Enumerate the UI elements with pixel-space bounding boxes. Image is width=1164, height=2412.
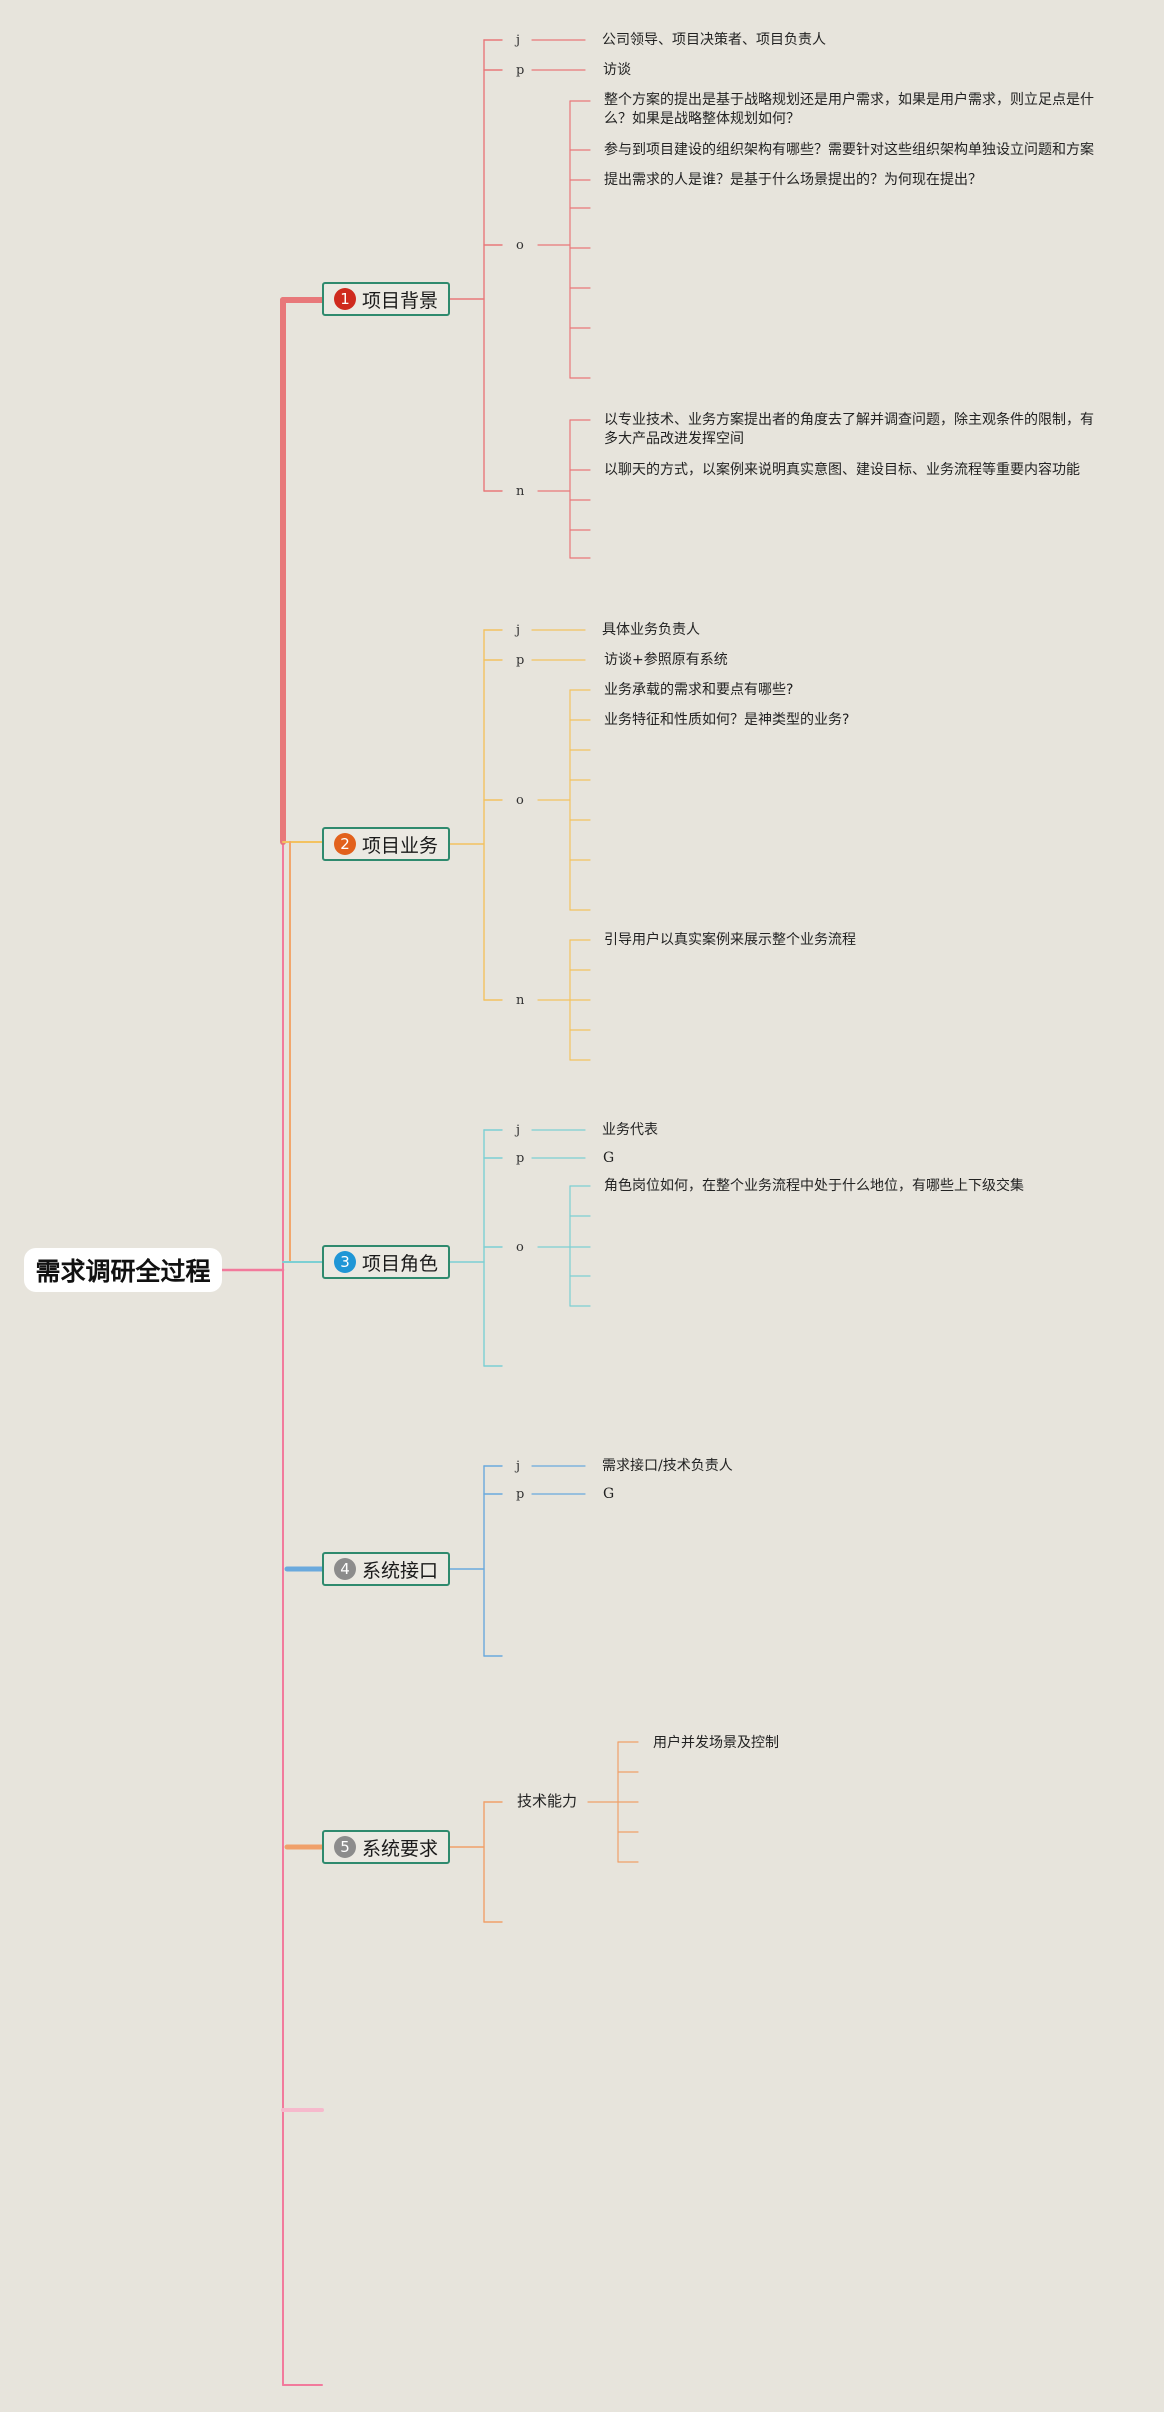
leaf-p-text[interactable]: G xyxy=(603,1150,615,1166)
root-topic[interactable]: 需求调研全过程 xyxy=(24,1248,222,1292)
leaf-n-item[interactable]: 引导用户以真实案例来展示整个业务流程 xyxy=(604,932,856,948)
topic-project-background[interactable]: 1 项目背景 xyxy=(322,282,450,316)
topic-project-business[interactable]: 2 项目业务 xyxy=(322,827,450,861)
leaf-o-item[interactable]: 提出需求的人是谁？是基于什么场景提出的？为何现在提出？ xyxy=(604,172,982,188)
key-o[interactable]: o xyxy=(516,793,524,808)
topic-project-roles[interactable]: 3 项目角色 xyxy=(322,1245,450,1279)
key-p[interactable]: p xyxy=(516,653,525,668)
leaf-p-text[interactable]: 访谈 xyxy=(603,62,631,78)
number-badge-2: 2 xyxy=(333,833,356,855)
leaf-j-text[interactable]: 业务代表 xyxy=(602,1122,658,1138)
key-tech-capability[interactable]: 技术能力 xyxy=(517,1792,578,1810)
number-badge-4: 4 xyxy=(333,1558,356,1580)
number-badge-3: 3 xyxy=(333,1251,356,1273)
leaf-p-text[interactable]: 访谈+参照原有系统 xyxy=(604,652,728,668)
key-n[interactable]: n xyxy=(516,993,525,1008)
number-badge-5: 5 xyxy=(333,1836,356,1858)
topic-system-requirements[interactable]: 5 系统要求 xyxy=(322,1830,450,1864)
key-j[interactable]: j xyxy=(516,1123,521,1138)
topic-label: 系统接口 xyxy=(361,1559,438,1582)
key-o[interactable]: o xyxy=(516,1240,524,1255)
leaf-o-item[interactable]: 业务特征和性质如何？是神类型的业务? xyxy=(604,712,850,728)
leaf-n-item[interactable]: 以聊天的方式，以案例来说明真实意图、建设目标、业务流程等重要内容功能 xyxy=(604,462,1080,478)
key-p[interactable]: p xyxy=(516,1487,525,1502)
leaf-n-item[interactable]: 以专业技术、业务方案提出者的角度去了解并调查问题，除主观条件的限制，有多大产品改… xyxy=(604,412,1094,447)
key-n[interactable]: n xyxy=(516,484,525,499)
leaf-o-item[interactable]: 整个方案的提出是基于战略规划还是用户需求，如果是用户需求，则立足点是什么？如果是… xyxy=(604,92,1094,127)
leaf-j-text[interactable]: 具体业务负责人 xyxy=(602,622,700,638)
topic-label: 系统要求 xyxy=(361,1837,438,1860)
leaf-p-text[interactable]: G xyxy=(603,1486,615,1502)
leaf-o-item[interactable]: 参与到项目建设的组织架构有哪些？需要针对这些组织架构单独设立问题和方案 xyxy=(604,142,1094,158)
key-o[interactable]: o xyxy=(516,238,524,253)
topic-label: 项目角色 xyxy=(361,1252,438,1275)
key-j[interactable]: j xyxy=(516,623,521,638)
key-j[interactable]: j xyxy=(516,1459,521,1474)
key-p[interactable]: p xyxy=(516,63,525,78)
leaf-o-item[interactable]: 角色岗位如何，在整个业务流程中处于什么地位，有哪些上下级交集 xyxy=(604,1178,1024,1194)
key-p[interactable]: p xyxy=(516,1151,525,1166)
leaf-cap-item[interactable]: 用户并发场景及控制 xyxy=(653,1735,779,1751)
topic-label: 项目业务 xyxy=(361,834,438,857)
leaf-o-item[interactable]: 业务承载的需求和要点有哪些? xyxy=(604,682,794,698)
topic-label: 项目背景 xyxy=(361,289,438,312)
key-j[interactable]: j xyxy=(516,33,521,48)
number-badge-1: 1 xyxy=(333,288,356,310)
leaf-j-text[interactable]: 需求接口/技术负责人 xyxy=(602,1458,733,1474)
leaf-j-text[interactable]: 公司领导、项目决策者、项目负责人 xyxy=(602,32,826,48)
topic-system-interface[interactable]: 4 系统接口 xyxy=(322,1552,450,1586)
